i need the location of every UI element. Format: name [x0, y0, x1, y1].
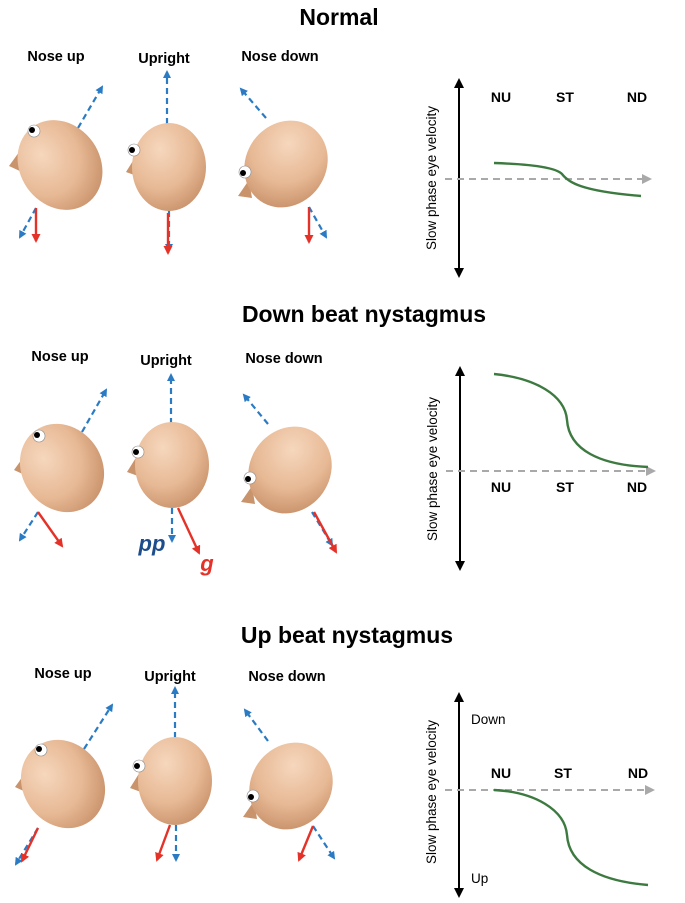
head-label-nose-up: Nose up	[34, 666, 91, 682]
g-vector-label: g	[199, 551, 214, 576]
y-axis-label: Slow phase eye velocity	[425, 397, 440, 541]
y-axis-label: Slow phase eye velocity	[424, 106, 439, 250]
head-nose-up	[9, 85, 104, 243]
head-label-upright: Upright	[140, 353, 192, 369]
head-upright	[130, 686, 212, 862]
velocity-curve	[493, 161, 642, 198]
head-nose-up	[14, 703, 114, 866]
velocity-curve	[493, 788, 649, 887]
tick-nu: NU	[491, 765, 511, 781]
panel-normal: Normal Nose up Upright Nose down	[9, 4, 652, 278]
velocity-graph: Slow phase eye velocity NU ST ND	[424, 78, 652, 278]
velocity-graph: Slow phase eye velocity NU ST ND	[425, 366, 656, 571]
head-label-upright: Upright	[144, 669, 196, 685]
head-nose-down	[238, 87, 328, 244]
panel-title: Up beat nystagmus	[241, 622, 453, 648]
panel-up-beat: Up beat nystagmus Nose up Upright Nose d…	[14, 622, 655, 898]
tick-nd: ND	[627, 89, 647, 105]
y-axis-label: Slow phase eye velocity	[424, 720, 439, 864]
panel-down-beat: Down beat nystagmus Nose up Upright Nose…	[14, 301, 656, 576]
head-nose-down	[243, 708, 336, 862]
velocity-graph: Slow phase eye velocity Down Up NU ST ND	[424, 692, 655, 898]
pp-vector-label: pp	[138, 531, 166, 556]
head-upright: pp g	[127, 373, 214, 576]
head-label-nose-up: Nose up	[31, 349, 88, 365]
head-label-nose-down: Nose down	[248, 669, 325, 685]
tick-nd: ND	[627, 479, 647, 495]
velocity-curve	[493, 372, 649, 469]
tick-st: ST	[556, 89, 574, 105]
head-label-nose-up: Nose up	[27, 49, 84, 65]
direction-label-bottom: Up	[471, 871, 488, 886]
head-label-upright: Upright	[138, 51, 190, 67]
head-label-nose-down: Nose down	[245, 351, 322, 367]
head-nose-down	[241, 393, 338, 554]
head-nose-up	[14, 388, 107, 548]
tick-nu: NU	[491, 479, 511, 495]
tick-st: ST	[554, 765, 572, 781]
head-upright	[126, 70, 206, 255]
tick-nu: NU	[491, 89, 511, 105]
panel-title: Normal	[299, 4, 378, 30]
tick-nd: ND	[628, 765, 648, 781]
direction-label-top: Down	[471, 712, 506, 727]
panel-title: Down beat nystagmus	[242, 301, 486, 327]
tick-st: ST	[556, 479, 574, 495]
head-label-nose-down: Nose down	[241, 49, 318, 65]
